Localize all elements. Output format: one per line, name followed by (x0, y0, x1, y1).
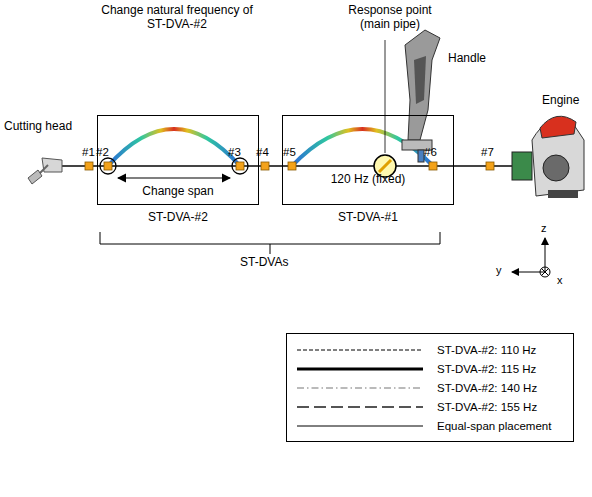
legend-row: ST-DVA-#2: 110 Hz (295, 340, 565, 359)
box-text: Change span (98, 184, 258, 198)
engine (512, 116, 584, 198)
legend-row: ST-DVA-#2: 155 Hz (295, 397, 565, 416)
axis-label: y (496, 264, 502, 277)
callout-number: #2 (96, 146, 109, 159)
legend-text: ST-DVA-#2: 110 Hz (437, 344, 536, 356)
cutting-head (28, 158, 62, 184)
legend-text: ST-DVA-#2: 155 Hz (437, 401, 537, 413)
dva-box: Change spanST-DVA-#2 (97, 115, 259, 205)
axis-label: x (557, 274, 563, 287)
callout-number: #1 (82, 146, 95, 159)
legend-row: ST-DVA-#2: 115 Hz (295, 359, 565, 378)
callout-number: #3 (228, 146, 241, 159)
callout-number: #4 (256, 146, 269, 159)
legend-sample (295, 422, 425, 430)
group-label: ST-DVAs (240, 256, 288, 270)
note-label: Change natural frequency of ST-DVA-#2 (92, 4, 262, 32)
handle (402, 30, 440, 162)
box-heading: ST-DVA-#1 (283, 210, 453, 224)
part-label: Engine (542, 94, 579, 108)
part-label: Cutting head (4, 120, 72, 134)
callout-number: #5 (283, 146, 296, 159)
legend-sample (295, 403, 425, 411)
dva-box: 120 Hz (fixed)ST-DVA-#1 (282, 115, 454, 205)
response-label: Response point (main pipe) (345, 4, 435, 32)
part-label: Handle (448, 52, 486, 66)
legend-row: Equal-span placement (295, 416, 565, 435)
legend-text: ST-DVA-#2: 140 Hz (437, 382, 537, 394)
box-heading: ST-DVA-#2 (98, 210, 258, 224)
legend-box: ST-DVA-#2: 110 Hz ST-DVA-#2: 115 Hz ST-DVA… (286, 333, 574, 442)
legend-text: ST-DVA-#2: 115 Hz (437, 363, 536, 375)
callout-number: #7 (481, 146, 494, 159)
legend-text: Equal-span placement (437, 420, 551, 432)
axis-label: z (541, 222, 547, 235)
legend-sample (295, 384, 425, 392)
legend-sample (295, 365, 425, 373)
legend-row: ST-DVA-#2: 140 Hz (295, 378, 565, 397)
legend-sample (295, 346, 425, 354)
callout-number: #6 (424, 146, 437, 159)
box-text: 120 Hz (fixed) (283, 172, 453, 186)
